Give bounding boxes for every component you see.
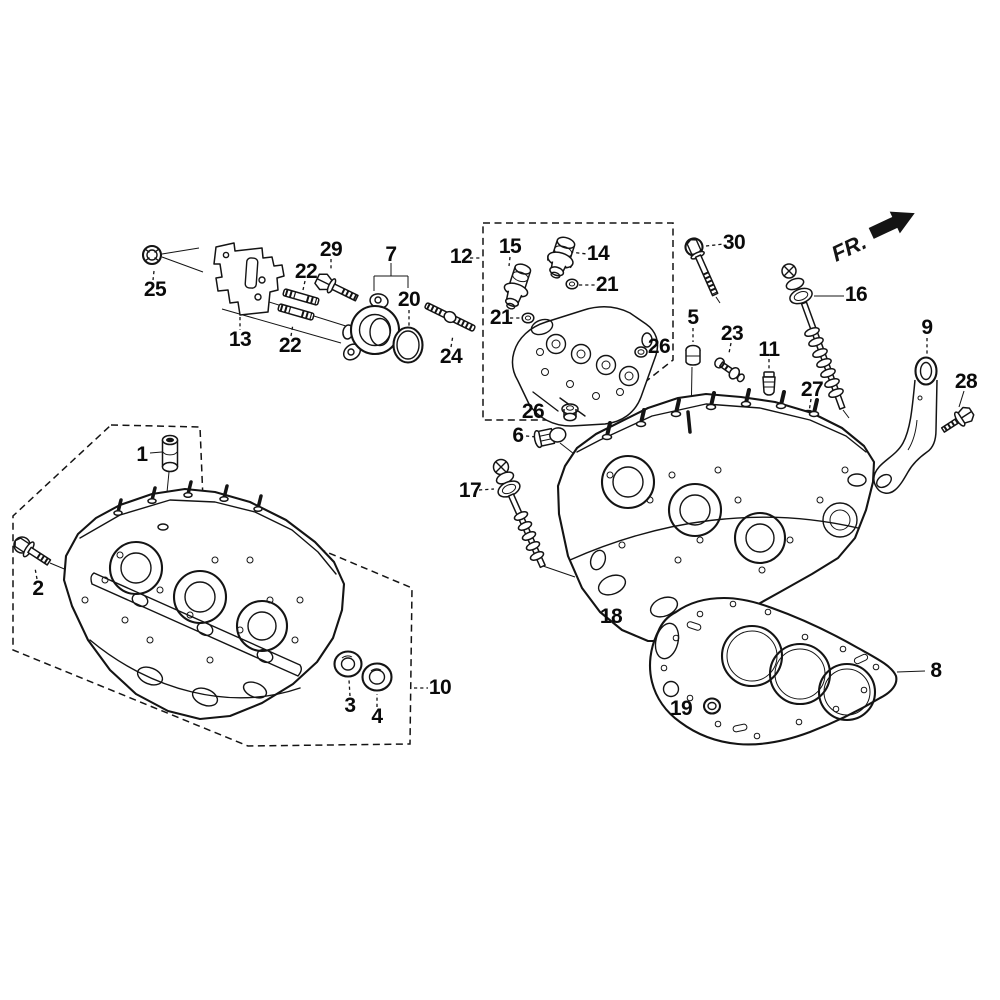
fr-direction-indicator: FR. <box>828 211 915 267</box>
callout-label-17: 17 <box>458 479 482 502</box>
part-22-stud-lower <box>277 303 315 321</box>
callout-label-16: 16 <box>844 283 868 306</box>
callout-label-26: 26 <box>647 335 671 358</box>
callout-label-19: 19 <box>669 697 693 720</box>
part-17-head-bolt <box>492 458 546 569</box>
callout-label-24: 24 <box>439 345 463 368</box>
callout-connectors <box>34 243 965 709</box>
part-20-oring <box>392 326 424 364</box>
fr-label: FR. <box>828 229 871 267</box>
callout-label-21: 21 <box>595 273 619 296</box>
callout-label-18: 18 <box>599 605 623 628</box>
callout-label-23: 23 <box>720 322 744 345</box>
part-6-switch <box>533 427 567 449</box>
callout-label-20: 20 <box>397 288 421 311</box>
part-23-joint-bolt <box>714 357 745 383</box>
front-head-holes <box>81 551 304 664</box>
part-30-bolt <box>684 237 719 297</box>
part-7-cam-seal-plate <box>342 293 401 361</box>
callout-label-6: 6 <box>512 424 524 447</box>
part-21-oring-b <box>521 312 535 324</box>
part-14-sensor <box>547 236 576 279</box>
part-19-dowel-pin <box>702 697 722 715</box>
part-4-sealing-cap <box>361 662 393 692</box>
part-2-bolt <box>13 536 52 566</box>
callout-label-3: 3 <box>344 694 356 717</box>
callout-label-10: 10 <box>428 676 452 699</box>
callout-label-29: 29 <box>319 238 343 261</box>
rear-head-studs <box>601 388 820 441</box>
part-9-engine-hanger <box>873 356 938 494</box>
part-17-spring-washers <box>513 511 545 561</box>
part-16-spring-washers <box>804 326 844 399</box>
callout-label-5: 5 <box>687 306 699 329</box>
callout-label-9: 9 <box>921 316 933 339</box>
part-11-sealing-plug <box>762 371 776 396</box>
callout-label-14: 14 <box>586 242 610 265</box>
rear-head-holes <box>606 466 849 574</box>
part-16-head-bolt <box>781 263 846 410</box>
part-26-oring-a <box>634 346 648 358</box>
front-head-dashed-box <box>12 424 413 747</box>
fr-arrow-icon <box>868 211 915 239</box>
part-22-stud-upper <box>282 288 320 306</box>
part-28-bolt <box>940 406 975 433</box>
callout-label-7: 7 <box>385 243 397 266</box>
callout-label-26: 26 <box>521 400 545 423</box>
callout-label-22: 22 <box>294 260 318 283</box>
part-25-flange-nut <box>141 244 163 266</box>
part-1-valve-guide <box>161 434 179 473</box>
callout-label-4: 4 <box>371 705 383 728</box>
front-head-studs <box>113 480 263 517</box>
part-3-seal-ring <box>333 650 363 678</box>
part-8-head-gasket <box>648 596 898 746</box>
callout-label-27: 27 <box>800 378 824 401</box>
callout-label-22: 22 <box>278 334 302 357</box>
part-15-sensor <box>503 263 532 310</box>
callout-label-30: 30 <box>722 231 746 254</box>
part-24-stud <box>424 302 476 332</box>
part-29-bolt <box>314 273 359 302</box>
callout-label-25: 25 <box>143 278 167 301</box>
callout-label-21: 21 <box>489 306 513 329</box>
rocker-assembly <box>511 306 659 427</box>
callout-label-8: 8 <box>930 659 942 682</box>
front-cylinder-head <box>62 480 346 721</box>
callout-label-15: 15 <box>498 235 522 258</box>
part-5-cap-nut <box>685 344 701 366</box>
part-26-grommet-b <box>561 403 579 422</box>
rear-cylinder-head <box>556 388 876 643</box>
callout-label-12: 12 <box>449 245 473 268</box>
callout-label-2: 2 <box>32 577 44 600</box>
callout-label-13: 13 <box>228 328 252 351</box>
callout-label-28: 28 <box>954 370 978 393</box>
part-13-bracket <box>213 242 285 316</box>
callout-label-11: 11 <box>758 338 780 361</box>
gasket-holes <box>660 600 880 740</box>
callout-label-1: 1 <box>136 443 148 466</box>
part-21-oring-a <box>565 278 579 290</box>
